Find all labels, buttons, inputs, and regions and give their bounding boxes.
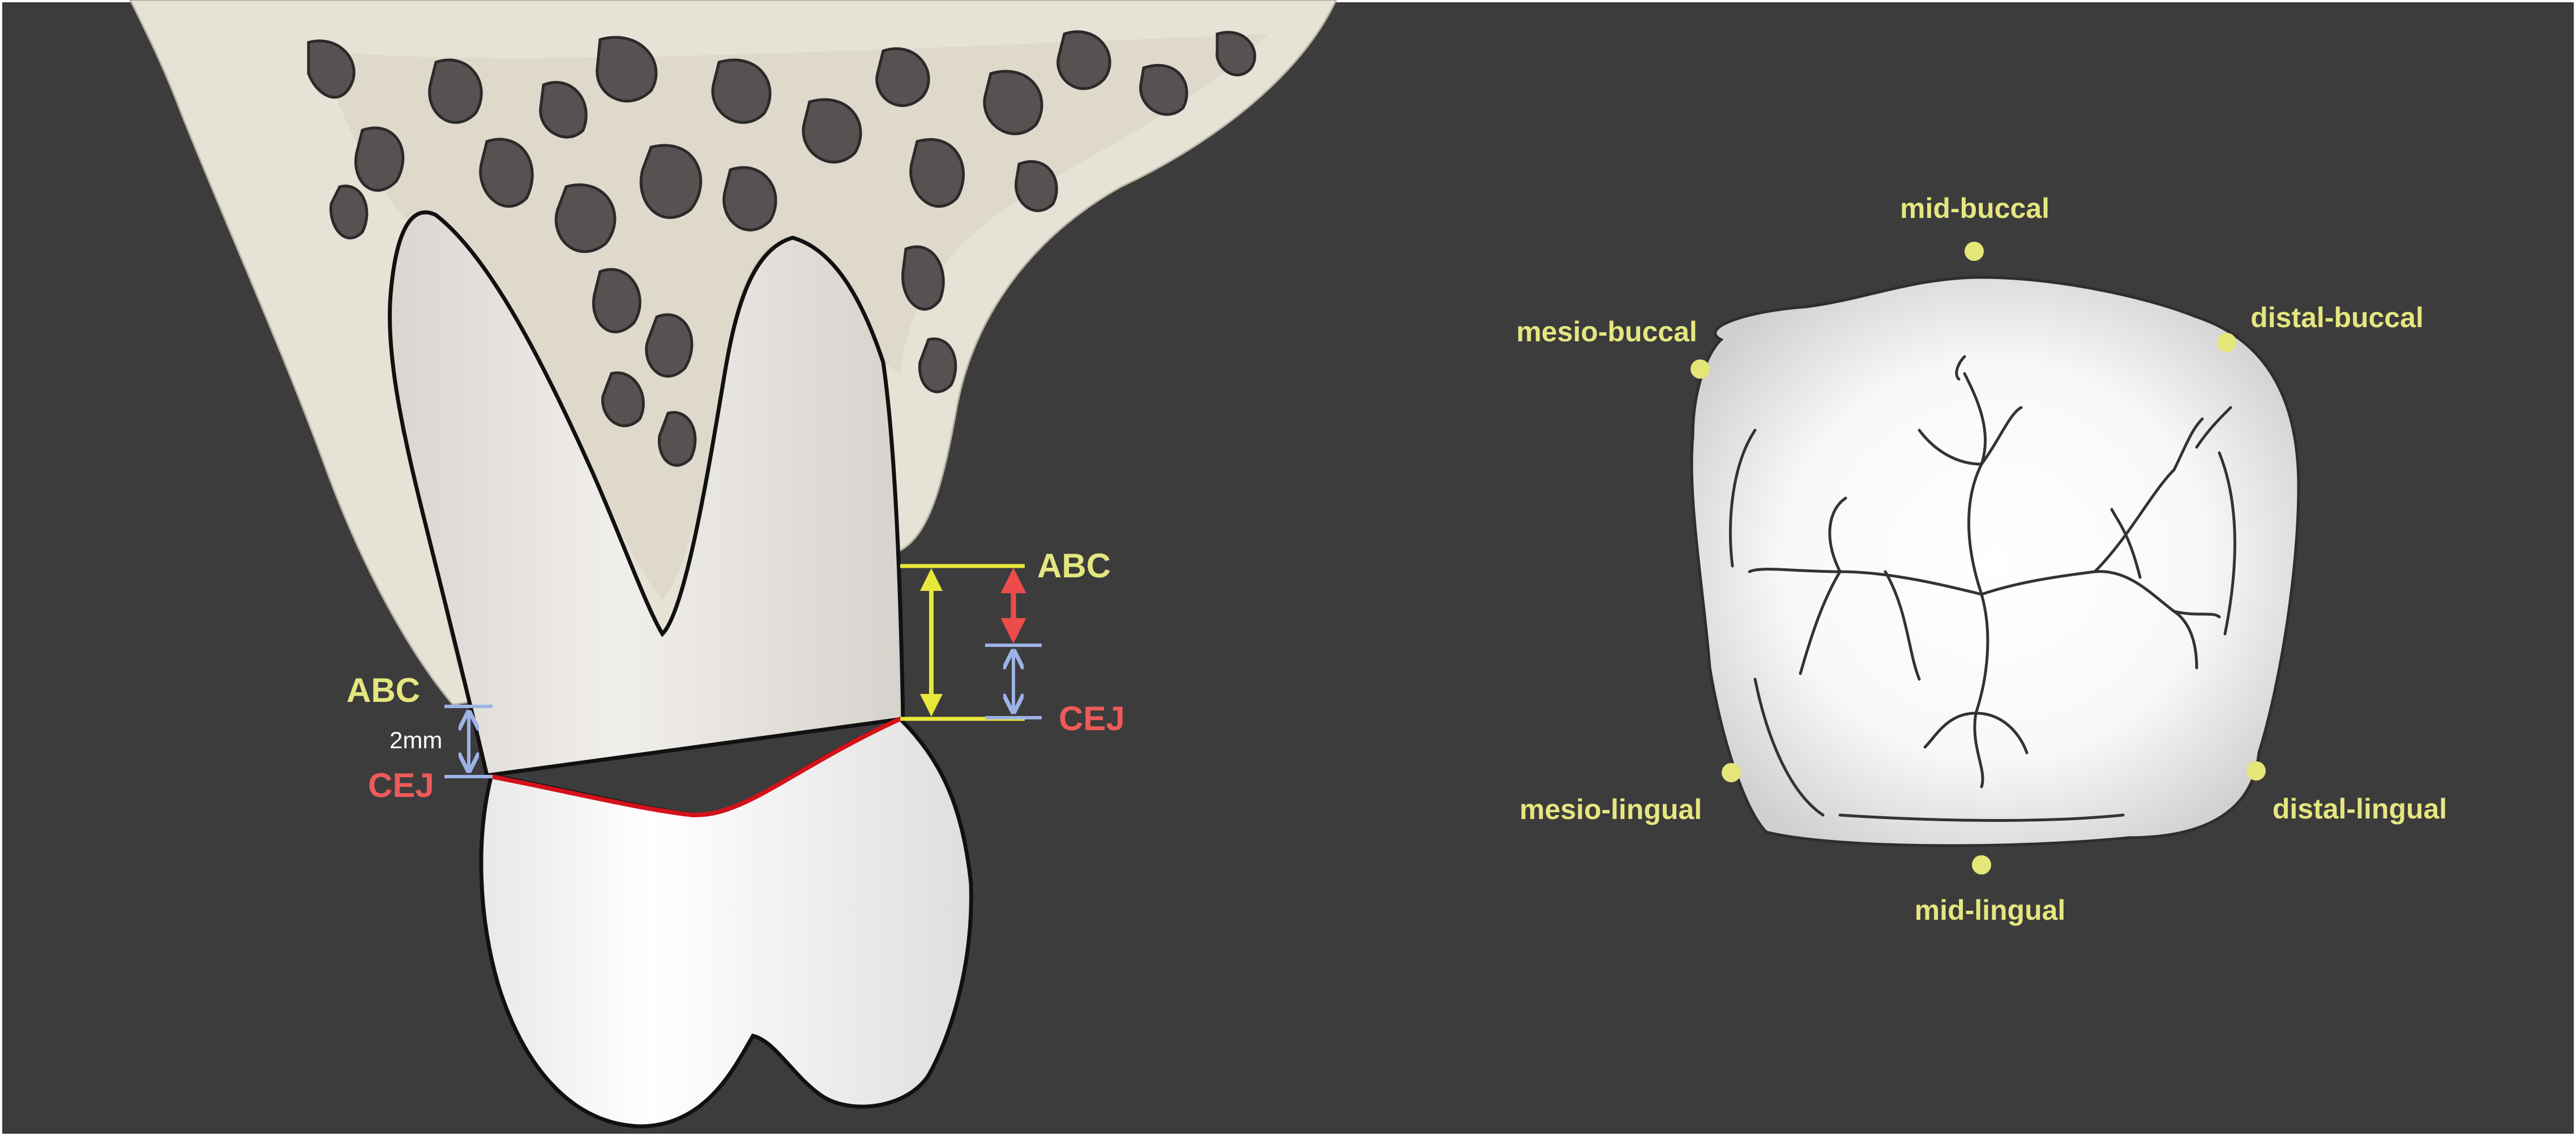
left-dimension-label: 2mm: [390, 727, 442, 753]
distal-lingual-label: distal-lingual: [2273, 793, 2447, 825]
left-measurement: [444, 705, 493, 778]
mesio-lingual-point: [1722, 763, 1741, 782]
occlusal-view: mid-buccal mesio-buccal distal-buccal me…: [1516, 192, 2447, 926]
distal-buccal-label: distal-buccal: [2250, 302, 2424, 333]
reference-labels: mid-buccal mesio-buccal distal-buccal me…: [1516, 192, 2447, 926]
mesio-buccal-point: [1691, 359, 1710, 379]
distal-lingual-point: [2246, 761, 2266, 781]
tooth-cross-section: ABC 2mm CEJ ABC CEJ: [129, 0, 1337, 1129]
occlusal-fissures: [1728, 355, 2236, 822]
right-cej-label: CEJ: [1059, 700, 1125, 738]
mesio-lingual-label: mesio-lingual: [1520, 794, 1702, 825]
reference-points: [1691, 242, 2266, 874]
mid-buccal-point: [1965, 242, 1984, 261]
mesio-buccal-label: mesio-buccal: [1516, 316, 1697, 348]
mid-lingual-point: [1972, 855, 1991, 874]
cej-line: [491, 717, 901, 818]
left-abc-label: ABC: [346, 671, 420, 709]
tooth-root: [387, 210, 905, 778]
right-measurement: [900, 564, 1042, 721]
mid-lingual-label: mid-lingual: [1915, 894, 2066, 926]
right-abc-label: ABC: [1037, 547, 1111, 585]
left-cej-label: CEJ: [368, 766, 434, 804]
mid-buccal-label: mid-buccal: [1900, 192, 2049, 224]
distal-buccal-point: [2217, 333, 2236, 352]
occlusal-tooth-outline: [1690, 276, 2300, 847]
